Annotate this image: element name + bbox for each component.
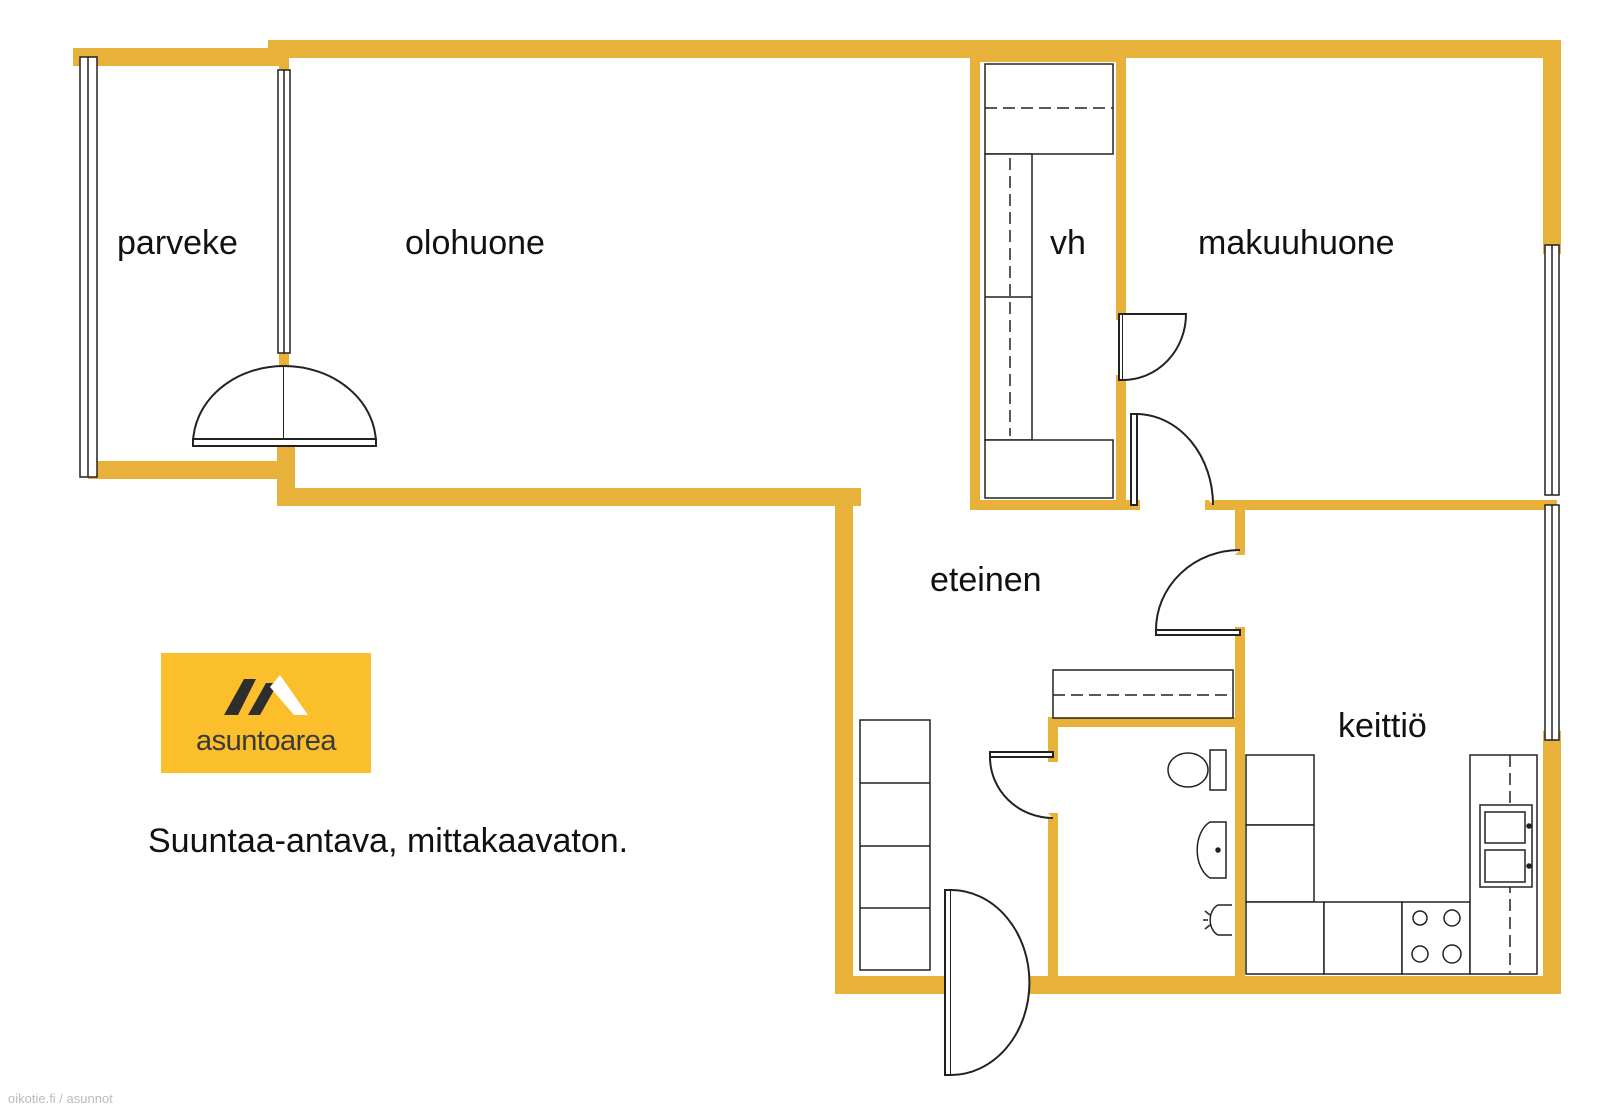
disclaimer-note: Suuntaa-antava, mittakaavaton.: [148, 822, 629, 860]
label-parveke: parveke: [117, 224, 238, 262]
label-eteinen: eteinen: [930, 561, 1042, 599]
label-makuuhuone: makuuhuone: [1198, 224, 1395, 262]
walls: [73, 40, 1561, 994]
windows: [79, 56, 1560, 741]
asuntoarea-logo: asuntoarea: [161, 653, 371, 773]
label-keittio: keittiö: [1338, 707, 1427, 745]
label-olohuone: olohuone: [405, 224, 545, 262]
doors: [191, 313, 1241, 1076]
logo-text: asuntoarea: [195, 725, 337, 757]
logo-mark-icon: [224, 675, 308, 715]
label-vh: vh: [1050, 224, 1086, 262]
fixtures: [859, 63, 1538, 975]
source-credit: oikotie.fi / asunnot: [8, 1091, 113, 1106]
